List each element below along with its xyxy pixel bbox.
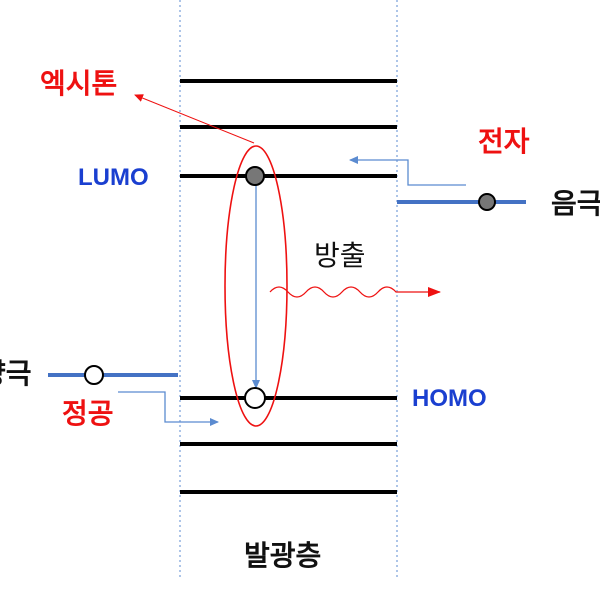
lumo-label: LUMO [78, 164, 149, 191]
homo-hole [244, 387, 266, 409]
exciton-ellipse [224, 145, 288, 427]
emission-label: 방출 [314, 239, 366, 272]
anode-hole [84, 365, 104, 385]
cathode-electron [478, 193, 496, 211]
cathode-label: 음극 [551, 187, 600, 220]
emission-wave [269, 286, 441, 298]
electron-injection-arrow [349, 156, 466, 186]
emissive-layer-label: 발광층 [244, 539, 322, 572]
lumo-electron [245, 166, 265, 186]
homo-label: HOMO [412, 385, 487, 412]
exciton-pointer-arrow [134, 94, 255, 144]
electron-label: 전자 [478, 125, 530, 158]
hole-label: 정공 [62, 397, 114, 430]
exciton-label: 엑시톤 [40, 67, 118, 100]
anode-label: 양극 [0, 357, 32, 390]
hole-injection-arrow [118, 391, 219, 426]
